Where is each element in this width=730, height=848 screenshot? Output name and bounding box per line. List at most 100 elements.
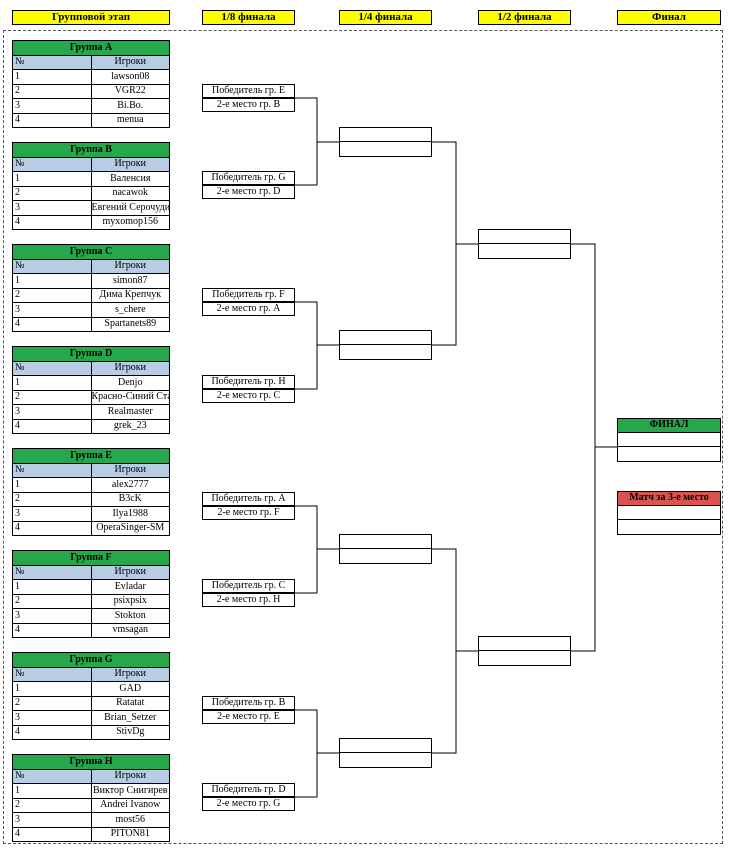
r16-slot-runner-up[interactable]: 2-е место гр. C <box>202 389 295 403</box>
num-header: № <box>12 360 92 376</box>
third-place-match[interactable]: Матч за 3-е место <box>617 491 721 535</box>
players-header: Игроки <box>90 666 170 682</box>
header-semifinal: 1/2 финала <box>478 10 571 25</box>
header-final: Финал <box>617 10 721 25</box>
header-round-of-16: 1/8 финала <box>202 10 295 25</box>
r16-slot-runner-up[interactable]: 2-е место гр. B <box>202 98 295 112</box>
player-name[interactable]: menua <box>90 112 170 128</box>
qf-match-1[interactable] <box>339 127 432 157</box>
player-name[interactable]: grek_23 <box>90 418 170 434</box>
sf-match-1[interactable] <box>478 229 571 259</box>
page-frame <box>3 30 723 844</box>
group-title: Группа F <box>12 550 170 566</box>
player-name[interactable]: OperaSinger-SM <box>90 520 170 536</box>
r16-slot-runner-up[interactable]: 2-е место гр. H <box>202 593 295 607</box>
player-number: 4 <box>12 826 92 842</box>
player-name[interactable]: Валенсия <box>90 171 170 187</box>
r16-slot-winner[interactable]: Победитель гр. B <box>202 696 295 710</box>
r16-slot-winner[interactable]: Победитель гр. E <box>202 84 295 98</box>
player-number: 4 <box>12 724 92 740</box>
qf-match-2[interactable] <box>339 330 432 360</box>
group-title: Группа Е <box>12 448 170 464</box>
num-header: № <box>12 666 92 682</box>
player-number: 4 <box>12 214 92 230</box>
player-name[interactable]: PITON81 <box>90 826 170 842</box>
player-name[interactable]: StivDg <box>90 724 170 740</box>
group-title: Группа С <box>12 244 170 260</box>
r16-slot-runner-up[interactable]: 2-е место гр. F <box>202 506 295 520</box>
qf-match-4[interactable] <box>339 738 432 768</box>
player-name[interactable]: nacawok <box>90 185 170 201</box>
player-name[interactable]: Stokton <box>90 608 170 624</box>
players-header: Игроки <box>90 156 170 172</box>
r16-slot-winner[interactable]: Победитель гр. F <box>202 288 295 302</box>
players-header: Игроки <box>90 258 170 274</box>
player-number: 4 <box>12 520 92 536</box>
final-match[interactable]: ФИНАЛ <box>617 418 721 462</box>
sf-match-2[interactable] <box>478 636 571 666</box>
num-header: № <box>12 768 92 784</box>
player-name[interactable]: Spartanets89 <box>90 316 170 332</box>
players-header: Игроки <box>90 462 170 478</box>
r16-slot-runner-up[interactable]: 2-е место гр. G <box>202 797 295 811</box>
r16-slot-runner-up[interactable]: 2-е место гр. A <box>202 302 295 316</box>
num-header: № <box>12 258 92 274</box>
r16-slot-winner[interactable]: Победитель гр. A <box>202 492 295 506</box>
final-title: ФИНАЛ <box>618 419 720 433</box>
group-title: Группа G <box>12 652 170 668</box>
r16-slot-runner-up[interactable]: 2-е место гр. D <box>202 185 295 199</box>
players-header: Игроки <box>90 564 170 580</box>
r16-slot-winner[interactable]: Победитель гр. C <box>202 579 295 593</box>
third-place-title: Матч за 3-е место <box>618 492 720 506</box>
r16-slot-winner[interactable]: Победитель гр. H <box>202 375 295 389</box>
header-group-stage: Групповой этап <box>12 10 170 25</box>
group-title: Группа D <box>12 346 170 362</box>
players-header: Игроки <box>90 54 170 70</box>
group-title: Группа В <box>12 142 170 158</box>
player-name[interactable]: vmsagan <box>90 622 170 638</box>
players-header: Игроки <box>90 768 170 784</box>
header-quarterfinal: 1/4 финала <box>339 10 432 25</box>
r16-slot-winner[interactable]: Победитель гр. D <box>202 783 295 797</box>
r16-slot-winner[interactable]: Победитель гр. G <box>202 171 295 185</box>
players-header: Игроки <box>90 360 170 376</box>
r16-slot-runner-up[interactable]: 2-е место гр. E <box>202 710 295 724</box>
player-name[interactable]: Евгений Серочудинов <box>90 200 170 216</box>
player-name[interactable]: myxomop156 <box>90 214 170 230</box>
player-number: 2 <box>12 185 92 201</box>
qf-match-3[interactable] <box>339 534 432 564</box>
group-title: Группа А <box>12 40 170 56</box>
player-number: 4 <box>12 418 92 434</box>
